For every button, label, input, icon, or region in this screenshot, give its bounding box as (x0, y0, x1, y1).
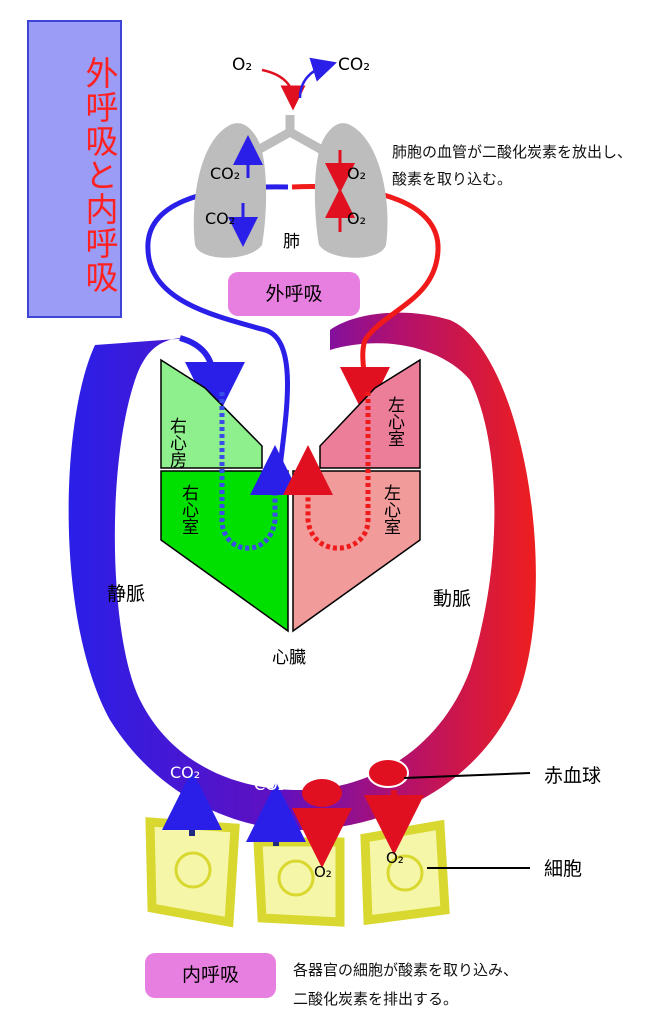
lung-note-line1: 肺胞の血管が二酸化炭素を放出し、 (392, 143, 633, 161)
lung-note-line2: 酸素を取り込む。 (392, 170, 513, 188)
red-blood-cell-2 (367, 758, 409, 788)
lung-o2-up-label: O₂ (347, 209, 366, 228)
artery-label: 動脈 (433, 588, 471, 610)
tissue-co2-label-1: CO₂ (170, 763, 200, 782)
lung-label: 肺 (283, 232, 300, 252)
systemic-circulation-loop (68, 312, 536, 830)
title-box: 外呼吸と内呼吸 (27, 20, 122, 318)
left-atrium-label: 左心室 (384, 396, 405, 447)
cell-3 (360, 819, 450, 926)
rbc-leader-line (403, 772, 531, 779)
lung-o2-in-label: O₂ (232, 55, 252, 75)
cell-2 (253, 837, 345, 927)
right-atrium-label: 右心房 (166, 417, 187, 469)
left-ventricle (292, 470, 421, 633)
co2-exhale-arrow (298, 57, 337, 99)
lung-co2-down-label: CO₂ (205, 209, 235, 228)
right-ventricle (160, 470, 289, 633)
lung-o2-down-label: O₂ (347, 164, 366, 183)
tissue-co2-label-2: CO₂ (254, 775, 284, 794)
left-ventricle-label: 左心室 (380, 484, 401, 535)
pulmonary-vein-blue-to-atrium (179, 335, 245, 422)
lung-co2-up-label: CO₂ (210, 164, 240, 183)
external-respiration-label: 外呼吸 (228, 272, 360, 316)
heart-label: 心臓 (272, 648, 306, 668)
internal-note-line2: 二酸化炭素を排出する。 (293, 990, 459, 1008)
vein-label: 静脈 (107, 583, 145, 605)
tissue-o2-label-1: O₂ (314, 863, 332, 881)
diagram-title: 外呼吸と内呼吸 (80, 56, 119, 294)
lung-co2-out-label: CO₂ (338, 55, 370, 75)
red-blood-cell-1 (302, 779, 342, 807)
right-heart-flow (219, 392, 278, 551)
o2-inhale-arrow (261, 68, 306, 111)
tissue-o2-label-2: O₂ (386, 849, 404, 867)
right-ventricle-label: 右心室 (178, 484, 199, 535)
cell-label: 細胞 (544, 858, 582, 880)
internal-respiration-label: 内呼吸 (145, 953, 276, 998)
internal-note-line1: 各器官の細胞が酸素を取り込み、 (293, 961, 519, 979)
pulmonary-vein-blue (145, 184, 290, 469)
cell-1 (145, 817, 240, 928)
left-heart-flow (305, 392, 371, 551)
red-blood-cell-label: 赤血球 (544, 765, 601, 787)
